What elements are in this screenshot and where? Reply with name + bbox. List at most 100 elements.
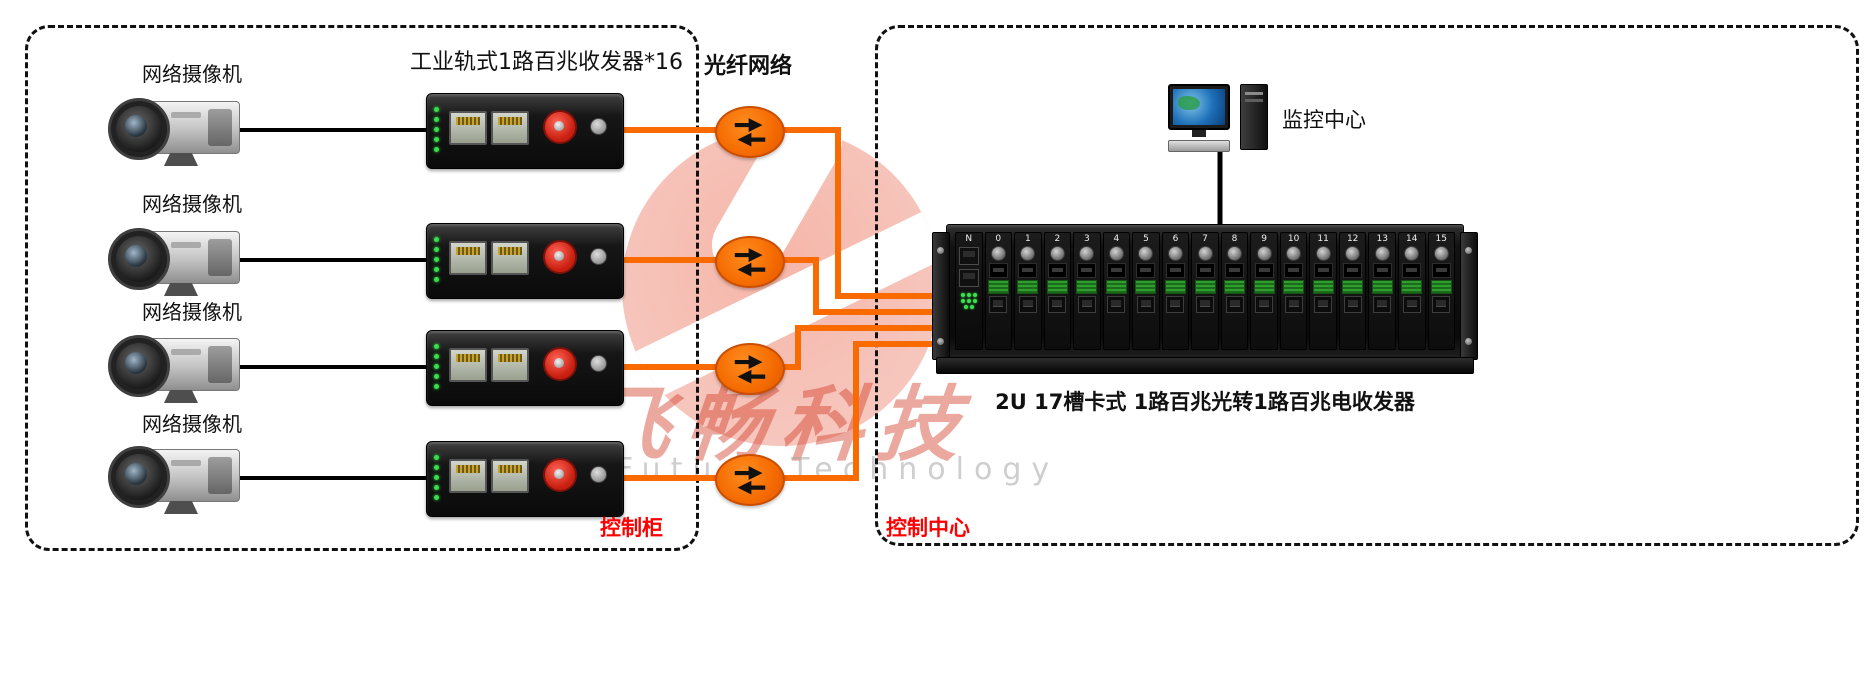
camera-lens-icon: [108, 335, 170, 397]
fiber-connector-icon: [1345, 246, 1361, 261]
slot-number: 13: [1376, 234, 1388, 244]
pcb-strip: [1194, 280, 1216, 294]
camera-label: 网络摄像机: [142, 62, 242, 86]
optical-module: [1343, 263, 1363, 278]
camera-label: 网络摄像机: [142, 300, 242, 324]
rj45-port: [491, 348, 529, 382]
rj45-port: [1343, 296, 1362, 313]
camera-mount: [164, 153, 198, 166]
slot-number: 14: [1406, 234, 1418, 244]
slot-number: 4: [1113, 234, 1120, 244]
power-connector-icon: [590, 248, 607, 265]
rj45-port: [1136, 296, 1155, 313]
rj45-port: [1077, 296, 1096, 313]
media-converter: [426, 93, 624, 169]
rack-slot: 6: [1161, 232, 1190, 350]
slot-number: 8: [1231, 234, 1238, 244]
pcb-strip: [1224, 280, 1246, 294]
pcb-strip: [1371, 280, 1393, 294]
optical-module: [1165, 263, 1185, 278]
power-connector-icon: [590, 355, 607, 372]
optical-module: [1047, 263, 1067, 278]
optical-module: [1225, 263, 1245, 278]
monitoring-computer: [1168, 84, 1272, 156]
pcb-strip: [1164, 280, 1186, 294]
pcb-strip: [1017, 280, 1039, 294]
rj45-port: [449, 459, 487, 493]
camera-lens-icon: [108, 98, 170, 160]
control-cabinet-label: 控制柜: [600, 516, 663, 540]
rj45-port: [1432, 296, 1451, 313]
slot-number: 3: [1084, 234, 1090, 244]
slot-number: 5: [1143, 234, 1149, 244]
fiber-fc-port-icon: [543, 240, 577, 274]
ip-camera: [108, 442, 240, 514]
fiber-connector-icon: [1197, 246, 1213, 261]
rack-slot: 1: [1014, 232, 1042, 350]
mgmt-rj45-port: [958, 247, 979, 265]
camera-mount: [164, 390, 198, 403]
rack-mounting-ear: [1460, 232, 1478, 360]
rack-slot: 7: [1191, 232, 1219, 350]
media-converter: [426, 330, 624, 406]
pcb-strip: [1105, 280, 1127, 294]
fiber-connector-icon: [1020, 246, 1036, 261]
rack-slot: 14: [1397, 232, 1426, 350]
optical-module: [1077, 263, 1097, 278]
rj45-port: [1284, 296, 1303, 313]
slot-number: 1: [1024, 234, 1031, 244]
ip-camera: [108, 94, 240, 166]
rj45-port: [1018, 296, 1037, 313]
fiber-coupler-icon: [715, 106, 785, 158]
rj45-port: [1402, 296, 1421, 313]
rack-title: 2U 17槽卡式 1路百兆光转1路百兆电收发器: [995, 390, 1415, 414]
media-converter: [426, 441, 624, 517]
fiber-connector-icon: [1286, 246, 1302, 261]
slot-number: 15: [1435, 234, 1447, 244]
fiber-connector-icon: [1315, 246, 1331, 261]
pcb-strip: [1135, 280, 1157, 294]
power-connector-icon: [590, 466, 607, 483]
pcb-strip: [987, 280, 1009, 294]
slot-number: 11: [1317, 234, 1329, 244]
fiber-fc-port-icon: [543, 347, 577, 381]
slot-number: 0: [995, 234, 1002, 244]
optical-module: [988, 263, 1008, 278]
rack-slot: 11: [1309, 232, 1337, 350]
mgmt-rj45-port: [958, 269, 979, 287]
fiber-coupler-icon: [715, 236, 785, 288]
led-indicators: [434, 107, 439, 152]
monitor-icon: [1168, 84, 1230, 130]
pcb-strip: [1046, 280, 1068, 294]
rj45-port: [491, 241, 529, 275]
optical-module: [1106, 263, 1126, 278]
ip-camera: [108, 331, 240, 403]
rack-slot: 12: [1338, 232, 1367, 350]
fiber-connector-icon: [1108, 246, 1124, 261]
fiber-connector-icon: [1256, 246, 1272, 261]
rj45-port: [1373, 296, 1392, 313]
fiber-coupler-icon: [715, 454, 785, 506]
rack-slot: 2: [1043, 232, 1072, 350]
control-center-label: 控制中心: [886, 516, 970, 540]
rack-mounting-ear: [932, 232, 950, 360]
rj45-port: [1225, 296, 1244, 313]
led-indicators: [434, 455, 439, 500]
rack-slot: 9: [1250, 232, 1278, 350]
fiber-connector-icon: [1404, 246, 1420, 261]
rj45-port: [491, 111, 529, 145]
camera-lens-icon: [108, 446, 170, 508]
fiber-connector-icon: [1433, 246, 1449, 261]
slot-number: 10: [1287, 234, 1300, 244]
fiber-connector-icon: [1138, 246, 1154, 261]
rj45-port: [1255, 296, 1274, 313]
fiber-fc-port-icon: [543, 110, 577, 144]
fiber-connector-icon: [990, 246, 1006, 261]
led-indicators: [434, 237, 439, 282]
rack-slot: 13: [1368, 232, 1396, 350]
rack-slot-mgmt: N: [955, 232, 983, 350]
rj45-port: [449, 241, 487, 275]
